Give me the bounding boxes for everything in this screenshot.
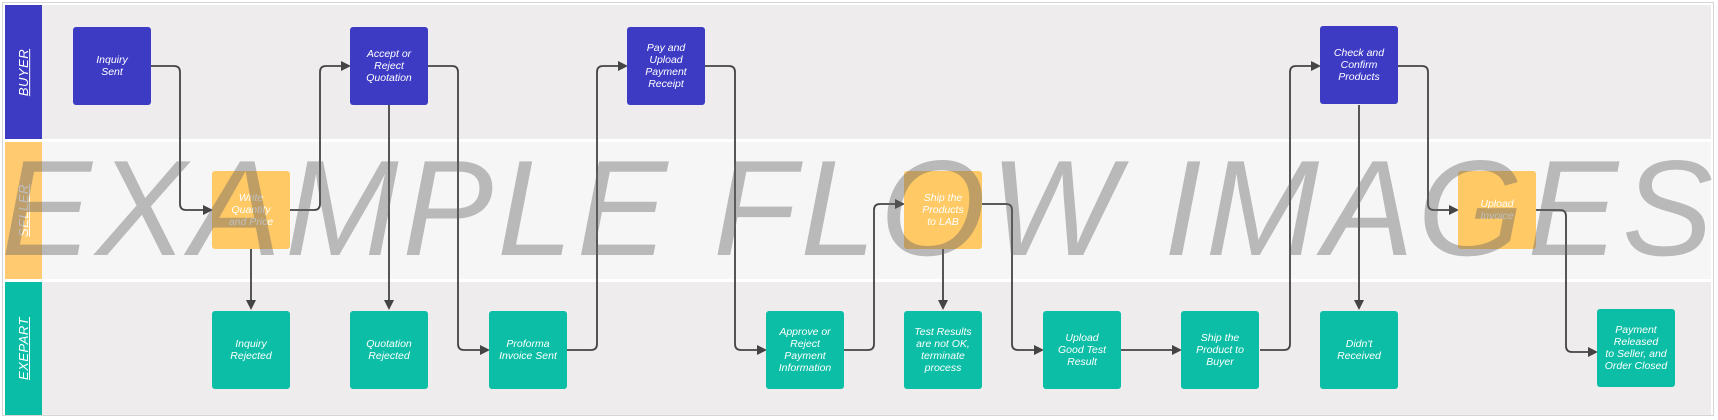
node-approve-reject-payment: Approve or Reject Payment Information [766,311,844,389]
node-write-quantity-price: Write Quantity and Price [212,171,290,249]
node-pay-upload-receipt: Pay and Upload Payment Receipt [627,27,705,105]
node-upload-good-test-result: Upload Good Test Result [1043,311,1121,389]
node-accept-reject-quotation: Accept or Reject Quotation [350,27,428,105]
lane-buyer: BUYER [5,5,1711,139]
node-inquiry-sent: Inquiry Sent [73,27,151,105]
node-payment-released: Payment Released to Seller, and Order Cl… [1597,309,1675,387]
lane-label-buyer-text: BUYER [16,48,32,96]
lane-label-seller: SELLER [5,142,42,279]
node-ship-products-lab: Ship the Products to LAB [904,171,982,249]
node-proforma-invoice-sent: Proforma Invoice Sent [489,311,567,389]
node-quotation-rejected: Quotation Rejected [350,311,428,389]
node-test-results-not-ok: Test Results are not OK, terminate proce… [904,311,982,389]
node-inquiry-rejected: Inquiry Rejected [212,311,290,389]
lane-label-seller-text: SELLER [16,184,31,237]
node-upload-invoice: Upload Invoice [1458,171,1536,249]
node-didnt-received: Didn't Received [1320,311,1398,389]
lane-label-exepart-text: EXEPART [16,317,32,380]
lane-label-buyer: BUYER [5,5,42,139]
lane-label-exepart: EXEPART [5,282,42,415]
node-ship-product-buyer: Ship the Product to Buyer [1181,311,1259,389]
node-check-confirm-products: Check and Confirm Products [1320,26,1398,104]
